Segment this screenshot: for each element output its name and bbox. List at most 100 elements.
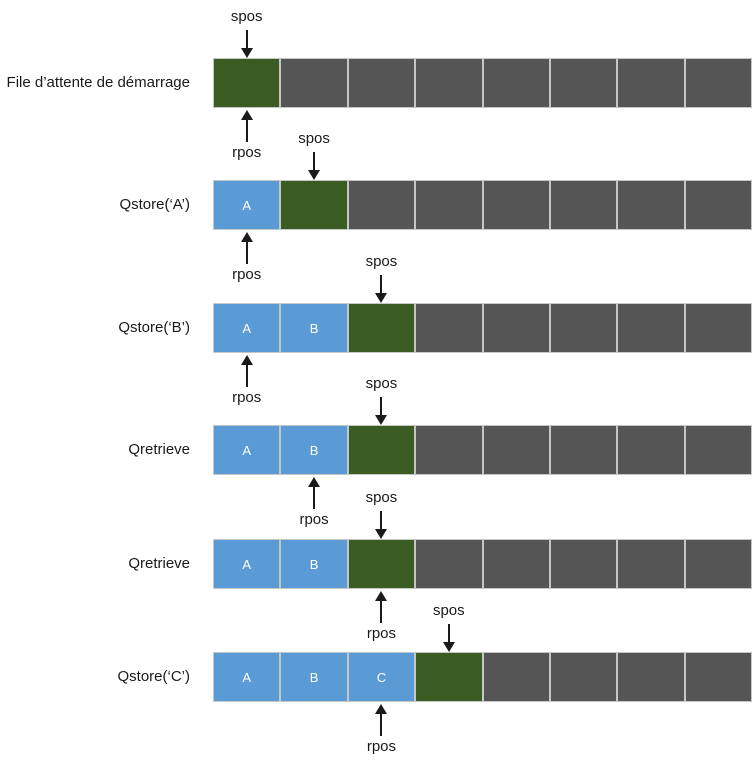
- queue-cell: C: [348, 653, 415, 701]
- down-arrow-icon: [380, 271, 383, 293]
- queue-cell: A: [214, 181, 280, 229]
- queue-cell: [416, 426, 482, 474]
- up-arrowhead-icon: [375, 591, 388, 601]
- queue-cell: A: [214, 653, 280, 701]
- queue-cell: [685, 653, 751, 701]
- arrow-line: [447, 624, 450, 642]
- queue-cell: [618, 59, 684, 107]
- spos-label: spos: [365, 489, 398, 506]
- up-arrowhead-icon: [240, 110, 253, 120]
- queue-cell: B: [281, 540, 347, 588]
- queue-cell: A: [214, 304, 280, 352]
- down-arrow-icon: [245, 26, 248, 48]
- queue-cell: B: [281, 426, 347, 474]
- queue-cell: [685, 304, 751, 352]
- spos-annotation: spos: [349, 489, 413, 539]
- rpos-annotation: rpos: [349, 704, 413, 758]
- rpos-annotation: rpos: [215, 110, 279, 164]
- queue-cell: [483, 304, 549, 352]
- queue-cell: [550, 304, 617, 352]
- queue-cell: [416, 59, 482, 107]
- up-arrowhead-icon: [375, 704, 388, 714]
- arrow-line: [245, 120, 248, 142]
- rpos-annotation: rpos: [215, 355, 279, 409]
- queue-cell: A: [214, 426, 280, 474]
- row-label: Qstore(‘C’): [117, 668, 190, 685]
- spos-label: spos: [365, 253, 398, 270]
- rpos-annotation: rpos: [349, 591, 413, 645]
- spos-annotation: spos: [349, 375, 413, 425]
- queue-cell: [685, 540, 751, 588]
- spos-annotation: spos: [282, 130, 346, 180]
- rpos-annotation: rpos: [215, 232, 279, 286]
- arrow-line: [380, 275, 383, 293]
- queue-cell: [483, 540, 549, 588]
- down-arrowhead-icon: [375, 415, 388, 425]
- queue-cell: [618, 304, 684, 352]
- queue-cell: [483, 653, 549, 701]
- queue-cell: [348, 181, 415, 229]
- rpos-label: rpos: [232, 389, 262, 406]
- queue-cell: [348, 304, 415, 352]
- spos-label: spos: [230, 8, 263, 25]
- up-arrowhead-icon: [240, 355, 253, 365]
- arrow-line: [313, 152, 316, 170]
- queue-cell: [685, 59, 751, 107]
- queue-cell: [618, 181, 684, 229]
- rpos-label: rpos: [366, 625, 397, 642]
- spos-label: spos: [432, 602, 465, 619]
- queue-cell: [214, 59, 280, 107]
- queue-cell: B: [281, 304, 347, 352]
- arrow-line: [245, 242, 248, 264]
- arrow-line: [313, 487, 316, 509]
- queue-cell: [483, 426, 549, 474]
- spos-annotation: spos: [215, 8, 279, 58]
- down-arrow-icon: [313, 148, 316, 170]
- arrow-line: [245, 30, 248, 48]
- queue-cell: [416, 653, 482, 701]
- up-arrowhead-icon: [308, 477, 321, 487]
- queue-cell: [618, 426, 684, 474]
- down-arrow-icon: [447, 620, 450, 642]
- down-arrowhead-icon: [308, 170, 321, 180]
- queue-cell: [281, 59, 347, 107]
- row-label: File d’attente de démarrage: [6, 74, 190, 91]
- queue-cell: [281, 181, 347, 229]
- row-label: Qstore(‘A’): [119, 196, 190, 213]
- spos-annotation: spos: [349, 253, 413, 303]
- down-arrowhead-icon: [240, 48, 253, 58]
- up-arrowhead-icon: [240, 232, 253, 242]
- down-arrow-icon: [380, 507, 383, 529]
- arrow-line: [380, 511, 383, 529]
- queue-cell: B: [281, 653, 347, 701]
- row-label: Qretrieve: [128, 441, 190, 458]
- rpos-label: rpos: [299, 511, 329, 528]
- down-arrowhead-icon: [442, 642, 455, 652]
- queue-cell: [550, 540, 617, 588]
- queue-cell: A: [214, 540, 280, 588]
- row-label: Qstore(‘B’): [118, 319, 190, 336]
- queue-cell: [348, 540, 415, 588]
- spos-label: spos: [365, 375, 398, 392]
- queue-cell: [618, 653, 684, 701]
- spos-annotation: spos: [417, 602, 481, 652]
- queue-bar: A: [213, 180, 752, 230]
- queue-cell: [550, 181, 617, 229]
- queue-cell: [416, 540, 482, 588]
- queue-cell: [416, 304, 482, 352]
- down-arrow-icon: [380, 393, 383, 415]
- down-arrowhead-icon: [375, 293, 388, 303]
- queue-cell: [550, 426, 617, 474]
- queue-cell: [348, 426, 415, 474]
- rpos-label: rpos: [232, 144, 262, 161]
- queue-cell: [618, 540, 684, 588]
- rpos-annotation: rpos: [282, 477, 346, 531]
- rpos-label: rpos: [366, 738, 397, 755]
- queue-cell: [483, 181, 549, 229]
- rpos-label: rpos: [232, 266, 262, 283]
- queue-cell: [416, 181, 482, 229]
